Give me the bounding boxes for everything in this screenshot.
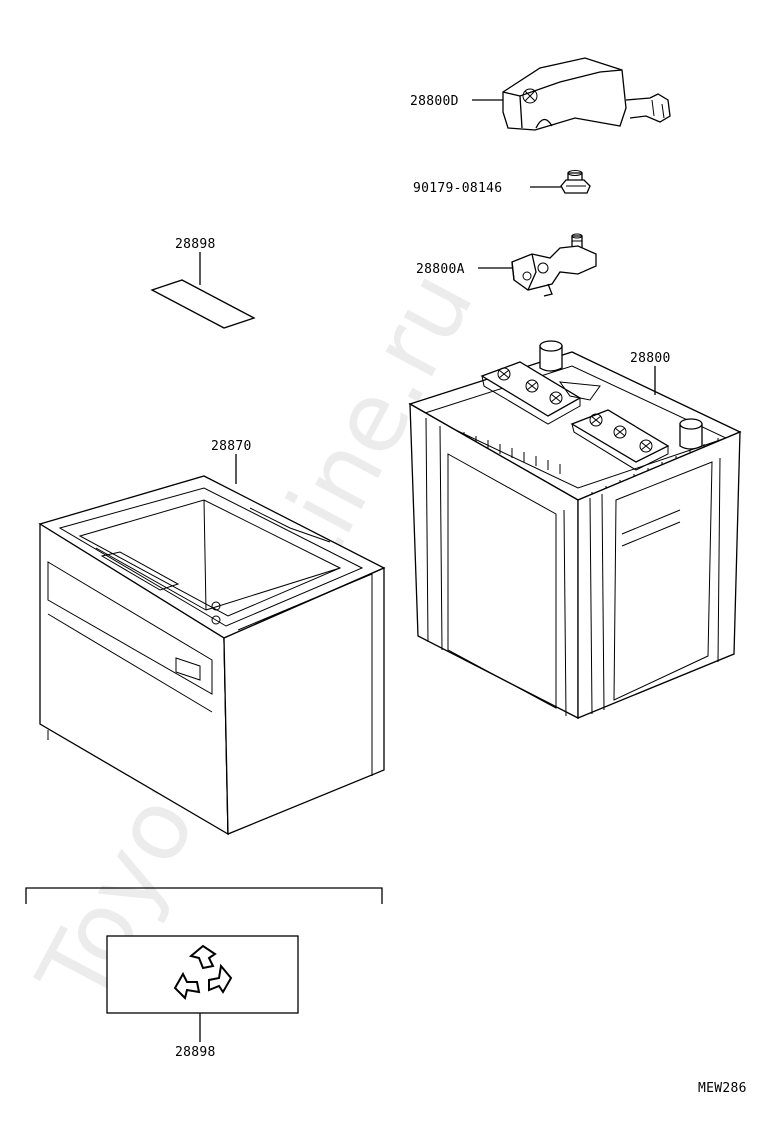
diagram-code: MEW286 xyxy=(698,1081,747,1096)
part-label-sticker-bottom: 28898 xyxy=(175,1045,216,1060)
part-label-nut: 90179-08146 xyxy=(413,181,502,196)
battery-tray-part xyxy=(38,475,386,836)
part-label-clamp: 28800A xyxy=(416,262,465,277)
part-label-cover: 28800D xyxy=(410,94,459,109)
battery-part xyxy=(408,340,742,720)
sticker-group-bracket xyxy=(25,887,383,904)
sticker-part-bottom xyxy=(106,935,299,1014)
terminal-clamp-part xyxy=(511,233,597,297)
nut-part xyxy=(560,170,591,194)
terminal-cover-part xyxy=(502,57,671,131)
sticker-part-top xyxy=(150,279,256,329)
part-label-sticker-top: 28898 xyxy=(175,237,216,252)
part-label-tray: 28870 xyxy=(211,439,252,454)
part-label-battery: 28800 xyxy=(630,351,671,366)
recycle-icon xyxy=(173,944,233,1000)
